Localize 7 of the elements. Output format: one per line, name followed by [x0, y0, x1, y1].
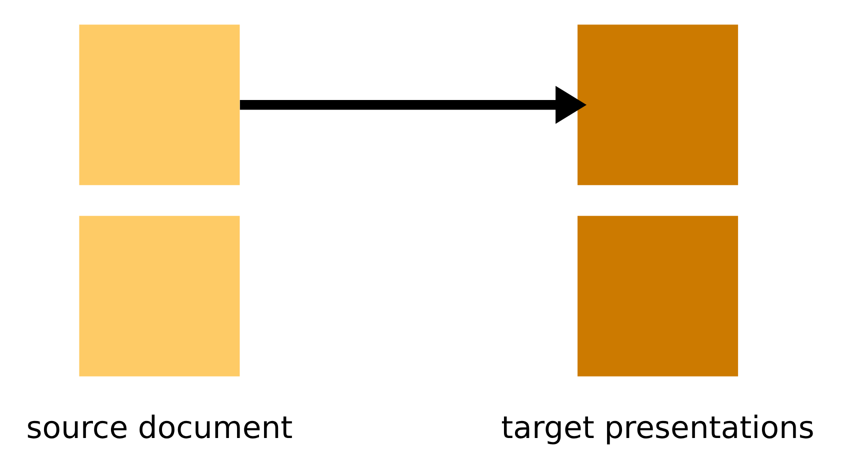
- node-box: [79, 24, 240, 185]
- node-box: [79, 215, 240, 376]
- node-label: target presentations: [501, 410, 814, 446]
- arrow: [240, 85, 587, 124]
- node-label: source document: [26, 410, 293, 446]
- node-box: [578, 215, 738, 376]
- node-box: [578, 24, 738, 185]
